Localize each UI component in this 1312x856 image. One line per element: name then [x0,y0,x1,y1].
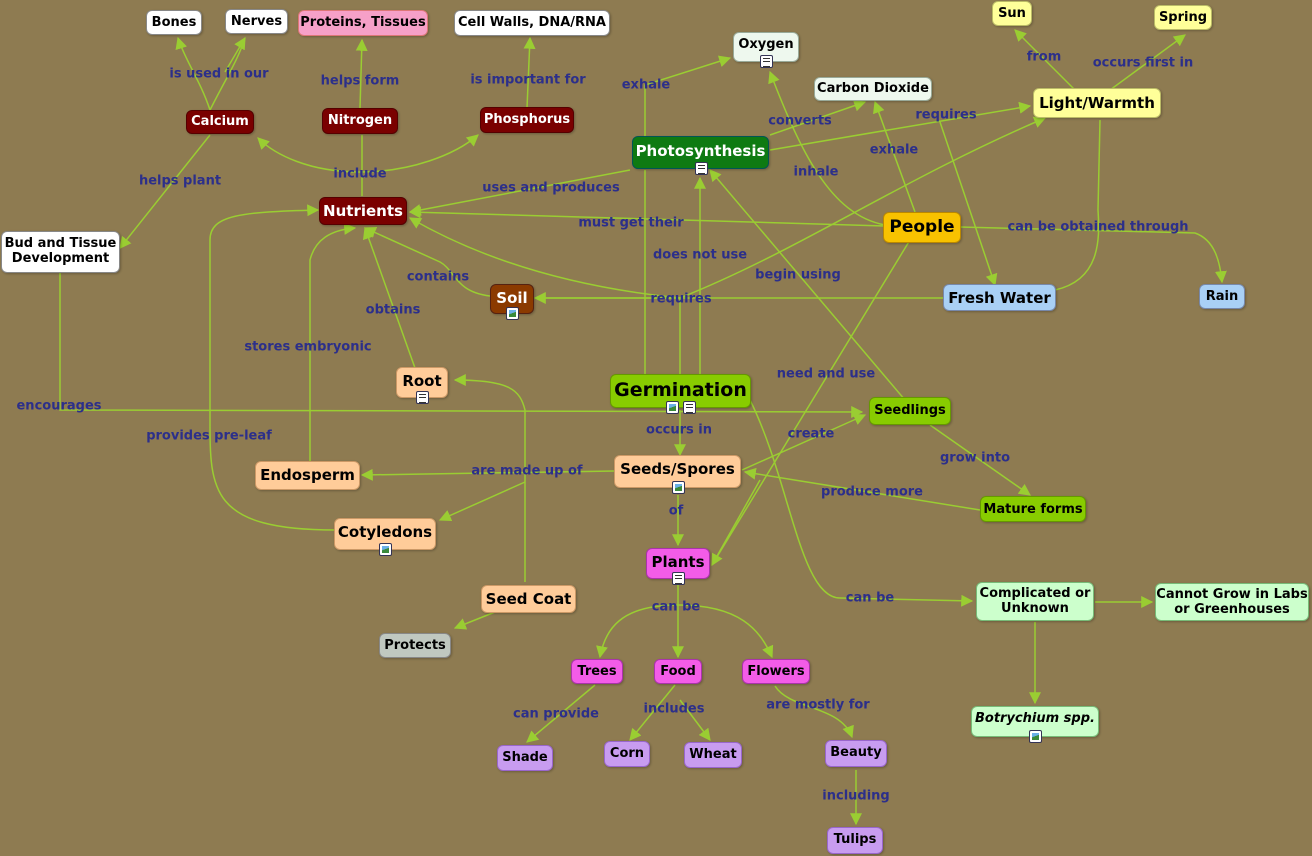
node-bones[interactable]: Bones [146,10,202,35]
node-flowers[interactable]: Flowers [742,659,810,684]
link-label-does-not-use: does not use [653,248,747,263]
node-seeds-spores[interactable]: Seeds/Spores [614,455,741,488]
edge-seedlings-photo [710,170,905,400]
document-icon[interactable] [672,572,685,585]
node-corn[interactable]: Corn [604,741,650,767]
link-label-helps-form: helps form [321,74,400,89]
node-seedlings[interactable]: Seedlings [869,397,951,425]
node-nitrogen[interactable]: Nitrogen [322,108,398,134]
node-beauty[interactable]: Beauty [825,740,887,767]
node-wheat[interactable]: Wheat [684,742,742,768]
node-soil[interactable]: Soil [490,284,534,314]
node-tulips[interactable]: Tulips [827,827,883,854]
node-photosynthesis[interactable]: Photosynthesis [632,136,769,169]
node-seed-coat[interactable]: Seed Coat [481,585,576,613]
link-label-produce-more: produce more [821,485,923,500]
node-nutrients[interactable]: Nutrients [319,197,407,225]
link-label-helps-plant: helps plant [139,174,221,189]
link-label-requires-top: requires [915,108,976,123]
link-label-includes: includes [644,702,705,717]
edge-freshwater-light [1055,120,1100,290]
image-icon[interactable] [379,543,392,556]
edge-seedcoat-protects [455,612,495,628]
link-label-of: of [669,504,684,519]
node-rain[interactable]: Rain [1199,284,1245,309]
link-label-occurs-first-in: occurs first in [1093,56,1194,71]
node-mature-forms[interactable]: Mature forms [980,496,1086,522]
edge-germ-soil-req [535,298,680,374]
node-nerves[interactable]: Nerves [225,9,288,34]
node-fresh-water[interactable]: Fresh Water [943,284,1056,311]
edge-madeup-cotyledons [440,482,525,520]
link-label-must-get-their: must get their [578,216,683,231]
link-label-grow-into: grow into [940,451,1010,466]
link-label-obtains: obtains [366,303,421,318]
edge-root-nutrients [365,228,415,368]
link-label-from: from [1027,50,1062,65]
node-root[interactable]: Root [396,367,448,398]
node-proteins[interactable]: Proteins, Tissues [298,10,428,36]
node-cotyledons[interactable]: Cotyledons [334,518,436,550]
link-label-provides-pre-leaf: provides pre-leaf [146,429,272,444]
image-icon[interactable] [506,307,519,320]
node-oxygen[interactable]: Oxygen [733,32,799,62]
image-icon[interactable] [666,401,679,414]
node-phosphorus[interactable]: Phosphorus [480,107,574,133]
document-icon[interactable] [760,55,773,68]
node-cellwalls[interactable]: Cell Walls, DNA/RNA [454,10,610,36]
node-light-warmth[interactable]: Light/Warmth [1033,88,1161,118]
link-label-occurs-in: occurs in [646,423,712,438]
node-botrychium[interactable]: Botrychium spp. [971,706,1099,737]
link-label-exhale-top: exhale [622,78,671,93]
node-protects[interactable]: Protects [379,633,451,658]
edge-people-freshwater [940,122,995,285]
edge-germ-complicated [750,400,972,601]
link-label-are-mostly-for: are mostly for [766,698,869,713]
node-endosperm[interactable]: Endosperm [255,461,360,490]
link-label-converts: converts [768,114,832,129]
node-cannot-grow[interactable]: Cannot Grow in Labs or Greenhouses [1155,583,1309,621]
node-spring[interactable]: Spring [1154,5,1212,30]
node-sun[interactable]: Sun [992,1,1032,26]
node-bud-tissue[interactable]: Bud and Tissue Development [1,231,120,273]
link-label-uses-and-produces: uses and produces [482,181,619,196]
document-icon[interactable] [416,391,429,404]
node-people[interactable]: People [883,212,961,243]
link-label-are-made-up-of: are made up of [471,464,582,479]
link-label-contains: contains [407,270,469,285]
link-label-exhale-people: exhale [870,143,919,158]
link-label-can-be-plants: can be [652,600,700,615]
node-trees[interactable]: Trees [571,659,623,684]
link-label-can-provide: can provide [513,707,599,722]
link-label-stores-embryonic: stores embryonic [244,340,371,355]
link-label-begin-using: begin using [755,268,841,283]
link-label-include: include [333,167,386,182]
link-label-inhale: inhale [793,165,838,180]
link-label-requires-mid: requires [650,292,711,307]
node-complicated[interactable]: Complicated or Unknown [976,582,1094,621]
node-shade[interactable]: Shade [497,745,553,771]
link-label-including: including [822,789,889,804]
edge-photo-oxygen [645,58,730,138]
edge-soil-nutrients [365,228,490,296]
edge-people-rain [960,227,1222,282]
link-label-can-be-obtained-through: can be obtained through [1007,220,1188,235]
node-plants[interactable]: Plants [646,548,710,579]
link-label-encourages: encourages [16,399,101,414]
link-label-is-important-for: is important for [470,73,585,88]
link-label-create: create [788,427,835,442]
image-icon[interactable] [672,481,685,494]
node-germination[interactable]: Germination [610,374,751,408]
link-label-is-used-in-our: is used in our [169,67,268,82]
link-label-need-and-use: need and use [777,367,875,382]
node-calcium[interactable]: Calcium [186,110,254,134]
link-label-can-be-right: can be [846,591,894,606]
document-icon[interactable] [695,162,708,175]
node-carbon-dioxide[interactable]: Carbon Dioxide [814,77,932,101]
node-food[interactable]: Food [654,659,702,684]
edge-calcium-bud [120,135,210,248]
document-icon[interactable] [683,401,696,414]
image-icon[interactable] [1029,730,1042,743]
